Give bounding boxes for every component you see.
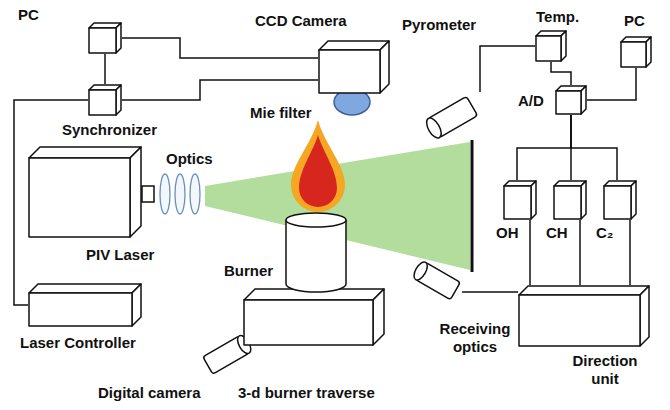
receiving-optics-outline xyxy=(414,260,462,302)
box-top xyxy=(244,289,384,300)
pmt-box-outline xyxy=(603,180,637,220)
box-front xyxy=(554,186,581,219)
node-label: Direction unit xyxy=(560,352,650,388)
signal-wire xyxy=(571,115,617,180)
pyrometer: Pyrometer xyxy=(426,92,480,142)
node-label: Burner xyxy=(224,262,273,280)
signal-wire xyxy=(480,46,535,92)
box-front xyxy=(519,295,640,346)
flame-outer xyxy=(291,120,345,212)
signal-wire xyxy=(517,115,571,180)
box-front xyxy=(319,50,380,93)
box-top xyxy=(519,286,649,295)
pc-box: PC xyxy=(620,36,652,68)
temp-box: Temp. xyxy=(535,30,567,62)
box-front xyxy=(29,158,130,237)
burner-top xyxy=(286,213,346,227)
signal-wire xyxy=(122,38,318,58)
node-label: A/D xyxy=(518,92,544,110)
box-front xyxy=(504,186,531,219)
optics-lenses xyxy=(160,174,200,214)
burner-traverse: 3-d burner traverse xyxy=(243,288,385,346)
node-label: Receiving optics xyxy=(436,320,514,356)
pmt-box-outline xyxy=(553,180,587,220)
pc-box-outline xyxy=(620,36,652,68)
burner-body xyxy=(286,220,346,292)
node-label: Laser Controller xyxy=(20,334,136,352)
signal-wire xyxy=(462,291,518,293)
pc-box: PC xyxy=(88,22,122,54)
laser-controller: Laser Controller xyxy=(28,283,142,327)
piv-laser: PIV Laser xyxy=(28,146,142,238)
screen-plate xyxy=(471,140,474,272)
signal-wire xyxy=(122,80,318,100)
cylinder xyxy=(424,96,478,140)
flame-inner xyxy=(299,135,337,207)
node-label: 3-d burner traverse xyxy=(238,384,375,402)
box-front xyxy=(556,91,581,114)
signal-wire xyxy=(587,68,636,100)
pyrometer-outline xyxy=(426,92,480,142)
part-label: Mie filter xyxy=(250,104,312,122)
piv-laser-outline xyxy=(28,146,142,238)
box-front xyxy=(604,186,631,219)
node-label: OH xyxy=(496,224,519,242)
ccd-camera-outline xyxy=(318,40,390,94)
direction-unit: Direction unit xyxy=(518,285,650,347)
box-top xyxy=(29,147,141,158)
box-front xyxy=(89,90,116,115)
box-front xyxy=(244,300,373,345)
cylinder xyxy=(411,260,460,300)
box-front xyxy=(29,293,132,326)
box-top xyxy=(29,284,141,293)
temp-box-outline xyxy=(535,30,567,62)
signal-wire xyxy=(529,220,531,285)
node-label: Synchronizer xyxy=(62,121,157,139)
signal-wire xyxy=(629,220,631,285)
node-label: C₂ xyxy=(596,224,614,242)
pmt-box-outline xyxy=(503,180,537,220)
box-front xyxy=(621,42,646,67)
receiving-optics: Receiving optics xyxy=(414,260,462,302)
signal-wire xyxy=(104,54,106,84)
box-front xyxy=(89,28,116,53)
ad-converter-outline xyxy=(555,85,587,115)
box-side xyxy=(380,41,389,93)
node-label: PC xyxy=(624,12,645,30)
synchronizer-box-outline xyxy=(88,84,122,116)
pmt-box: CH xyxy=(553,180,587,220)
node-label: PIV Laser xyxy=(86,246,154,264)
ad-converter: A/D xyxy=(555,85,587,115)
box-side xyxy=(373,289,384,345)
signal-wire xyxy=(579,220,581,285)
burner-traverse-outline xyxy=(243,288,385,346)
pc-box-outline xyxy=(88,22,122,54)
laser-nozzle xyxy=(142,186,154,202)
part-label: Optics xyxy=(166,150,213,168)
box-front xyxy=(536,36,561,61)
box-side xyxy=(130,147,141,237)
signal-wire xyxy=(551,62,571,85)
synchronizer-box: Synchronizer xyxy=(88,84,122,116)
box-top xyxy=(319,41,389,50)
node-label: CH xyxy=(546,224,568,242)
box-side xyxy=(132,284,141,326)
node-label: Pyrometer xyxy=(402,16,476,34)
laser-controller-outline xyxy=(28,283,142,327)
node-label: PC xyxy=(18,6,39,24)
ccd-camera: CCD Camera xyxy=(318,40,390,94)
box-side xyxy=(640,286,649,346)
burner-outline xyxy=(283,212,349,292)
node-label: CCD Camera xyxy=(255,12,347,30)
node-label: Temp. xyxy=(536,8,579,26)
pmt-box: C₂ xyxy=(603,180,637,220)
burner: Burner xyxy=(283,212,349,292)
node-label: Digital camera xyxy=(98,384,201,402)
direction-unit-outline xyxy=(518,285,650,347)
pmt-box: OH xyxy=(503,180,537,220)
